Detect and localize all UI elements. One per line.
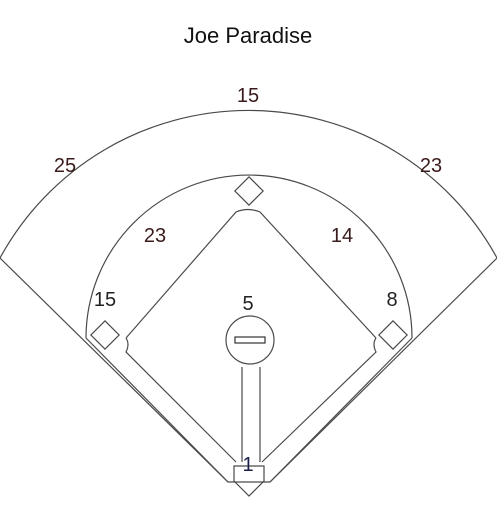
home-plate — [233, 465, 265, 497]
center-field-count: 15 — [237, 85, 259, 107]
second-base — [234, 176, 264, 206]
third-base-count: 15 — [94, 289, 116, 311]
third-base-foul-line — [85, 337, 229, 483]
pitchers-mound — [225, 315, 275, 365]
pitcher-count: 5 — [242, 293, 253, 315]
pitchers-rubber — [234, 336, 266, 344]
first-base-foul-line — [269, 337, 413, 483]
base-path-third-to-second — [125, 208, 377, 339]
left-field-count: 25 — [54, 155, 76, 177]
first-base — [378, 320, 408, 350]
catcher-count: 1 — [242, 454, 253, 476]
player-name: Joe Paradise — [184, 23, 312, 48]
right-center-count: 14 — [331, 225, 353, 247]
first-base-count: 8 — [386, 289, 397, 311]
infield-arc — [85, 174, 413, 339]
base-path-third-to-home — [125, 337, 237, 463]
left-center-count: 23 — [144, 225, 166, 247]
right-field-count: 23 — [420, 155, 442, 177]
base-path-first-to-home — [261, 337, 377, 463]
third-base — [90, 320, 120, 350]
outfield-fence — [0, 109, 497, 483]
